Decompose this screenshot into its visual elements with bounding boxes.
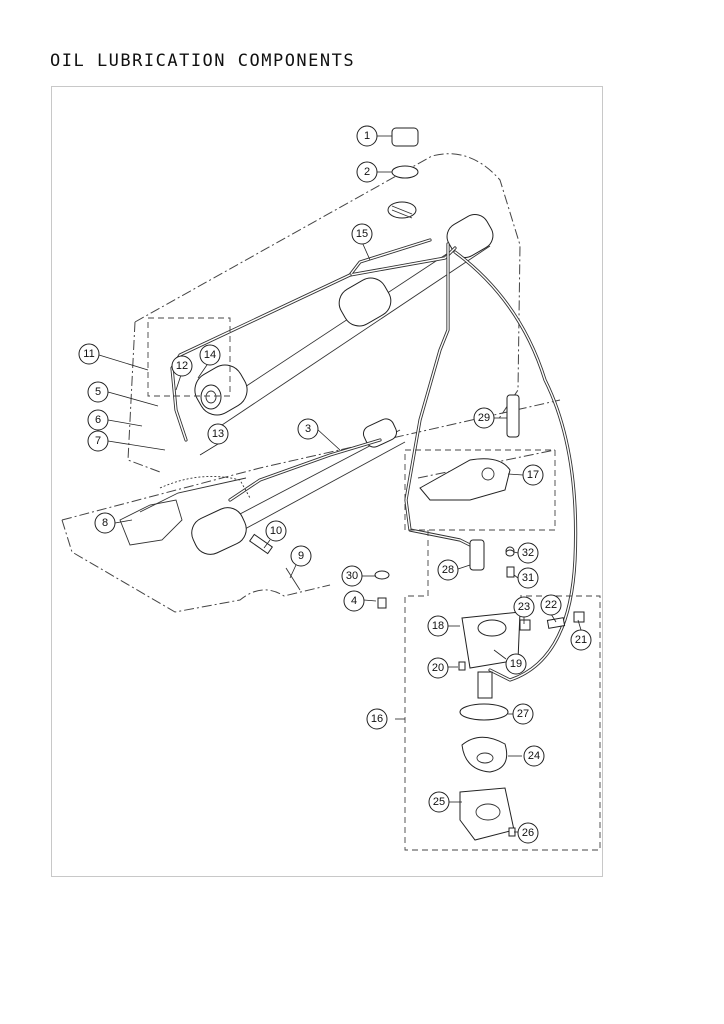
svg-text:6: 6 bbox=[95, 414, 101, 426]
diagram-frame bbox=[51, 86, 603, 877]
wick bbox=[159, 476, 251, 499]
page-title: OIL LUBRICATION COMPONENTS bbox=[50, 51, 356, 71]
callout-17: 17 bbox=[522, 464, 544, 486]
callout-3: 3 bbox=[297, 418, 319, 440]
svg-text:20: 20 bbox=[432, 662, 444, 674]
callout-28: 28 bbox=[437, 559, 459, 581]
machine-body-outline bbox=[61, 153, 561, 613]
callout-18: 18 bbox=[427, 615, 449, 637]
oil-pump-assembly bbox=[374, 394, 585, 841]
callout-29: 29 bbox=[473, 407, 495, 429]
callout-30: 30 bbox=[341, 565, 363, 587]
callout-8: 8 bbox=[94, 512, 116, 534]
svg-text:23: 23 bbox=[518, 601, 530, 613]
callout-11: 11 bbox=[78, 343, 100, 365]
arm-shaft-assembly bbox=[194, 214, 494, 426]
callout-13: 13 bbox=[207, 423, 229, 445]
svg-text:28: 28 bbox=[442, 564, 454, 576]
svg-text:31: 31 bbox=[522, 572, 534, 584]
svg-text:32: 32 bbox=[522, 547, 534, 559]
callout-5: 5 bbox=[87, 381, 109, 403]
svg-text:7: 7 bbox=[95, 435, 101, 447]
callout-2: 2 bbox=[356, 161, 378, 183]
svg-text:12: 12 bbox=[176, 360, 188, 372]
svg-text:2: 2 bbox=[364, 166, 370, 178]
lower-shaft-assembly bbox=[119, 418, 406, 591]
callout-21: 21 bbox=[570, 629, 592, 651]
svg-text:19: 19 bbox=[510, 658, 522, 670]
callout-1: 1 bbox=[356, 125, 378, 147]
callout-16: 16 bbox=[366, 708, 388, 730]
callout-15: 15 bbox=[351, 223, 373, 245]
callout-24: 24 bbox=[523, 745, 545, 767]
svg-text:11: 11 bbox=[83, 348, 94, 360]
oil-cap-assembly bbox=[387, 127, 419, 219]
callouts: 1 2 3 4 5 6 7 8 9 10 11 12 13 14 15 16 1… bbox=[78, 125, 592, 844]
svg-text:25: 25 bbox=[433, 796, 445, 808]
svg-text:26: 26 bbox=[522, 827, 534, 839]
svg-text:4: 4 bbox=[351, 595, 357, 607]
callout-20: 20 bbox=[427, 657, 449, 679]
svg-text:3: 3 bbox=[305, 423, 311, 435]
svg-text:15: 15 bbox=[356, 228, 368, 240]
svg-text:18: 18 bbox=[432, 620, 444, 632]
callout-7: 7 bbox=[87, 430, 109, 452]
group-boxes bbox=[147, 317, 601, 851]
svg-text:5: 5 bbox=[95, 386, 101, 398]
callout-32: 32 bbox=[517, 542, 539, 564]
svg-text:17: 17 bbox=[527, 469, 539, 481]
svg-text:27: 27 bbox=[517, 708, 529, 720]
callout-12: 12 bbox=[171, 355, 193, 377]
callout-4: 4 bbox=[343, 590, 365, 612]
callout-9: 9 bbox=[290, 545, 312, 567]
callout-25: 25 bbox=[428, 791, 450, 813]
callout-27: 27 bbox=[512, 703, 534, 725]
svg-text:8: 8 bbox=[102, 517, 108, 529]
svg-text:1: 1 bbox=[364, 130, 370, 142]
callout-31: 31 bbox=[517, 567, 539, 589]
svg-text:14: 14 bbox=[204, 349, 216, 361]
svg-text:24: 24 bbox=[528, 750, 540, 762]
svg-text:9: 9 bbox=[298, 550, 304, 562]
leader-lines bbox=[98, 135, 582, 833]
svg-text:13: 13 bbox=[212, 428, 224, 440]
svg-text:21: 21 bbox=[575, 634, 587, 646]
callout-6: 6 bbox=[87, 409, 109, 431]
callout-14: 14 bbox=[199, 344, 221, 366]
callout-19: 19 bbox=[505, 653, 527, 675]
callout-22: 22 bbox=[540, 594, 562, 616]
svg-text:16: 16 bbox=[371, 713, 383, 725]
callout-26: 26 bbox=[517, 822, 539, 844]
svg-text:22: 22 bbox=[545, 599, 557, 611]
svg-text:29: 29 bbox=[478, 412, 490, 424]
svg-text:30: 30 bbox=[346, 570, 358, 582]
svg-text:10: 10 bbox=[270, 525, 282, 537]
callout-23: 23 bbox=[513, 596, 535, 618]
callout-10: 10 bbox=[265, 520, 287, 542]
